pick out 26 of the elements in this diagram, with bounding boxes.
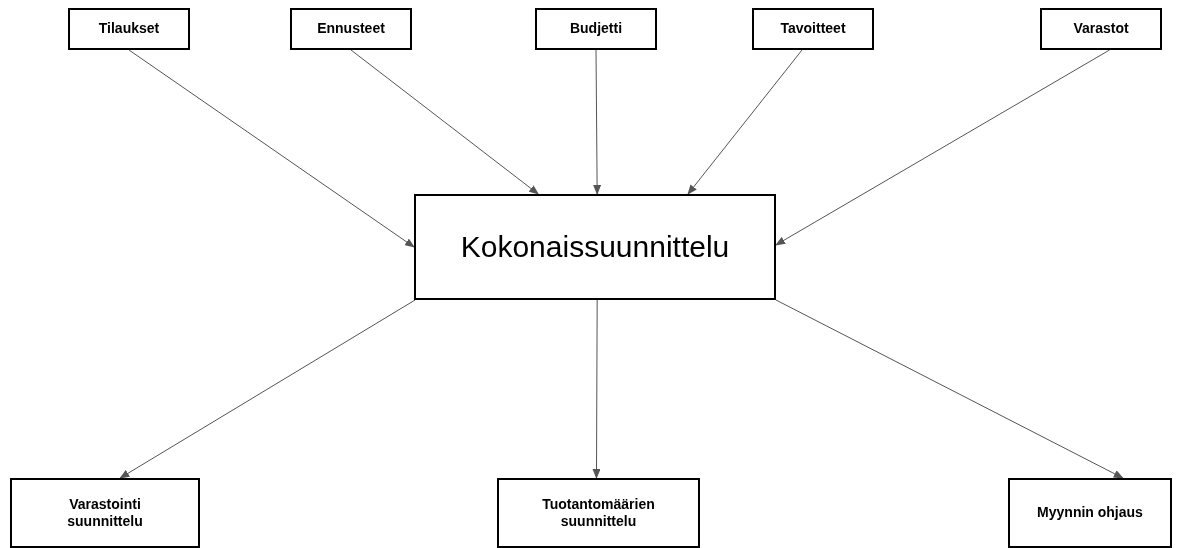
process-box (752, 8, 874, 50)
box-label: Varastointi suunnittelu (66, 495, 144, 531)
box-label: Budjetti (569, 20, 623, 38)
arrow (119, 299, 416, 479)
process-box (414, 194, 776, 300)
process-box (10, 478, 200, 548)
process-box (1008, 478, 1172, 548)
box-label: Kokonaissuunnittelu (460, 229, 730, 266)
arrow (350, 49, 539, 195)
box-label: Tavoitteet (780, 20, 846, 38)
box-label: Tuotantomäärien suunnittelu (541, 495, 656, 531)
process-box (535, 8, 657, 50)
box-label: Varastot (1073, 20, 1129, 38)
arrow (775, 49, 1111, 246)
arrow (592, 299, 601, 479)
process-box (290, 8, 412, 50)
box-label: Myynnin ohjaus (1037, 504, 1143, 522)
process-box (1040, 8, 1162, 50)
process-box (68, 8, 190, 50)
box-label: Tilaukset (98, 20, 160, 38)
process-box (497, 478, 700, 548)
arrow (593, 49, 602, 195)
box-label: Ennusteet (317, 20, 385, 38)
arrow (128, 49, 415, 248)
arrow (775, 299, 1124, 479)
arrow (687, 49, 803, 195)
